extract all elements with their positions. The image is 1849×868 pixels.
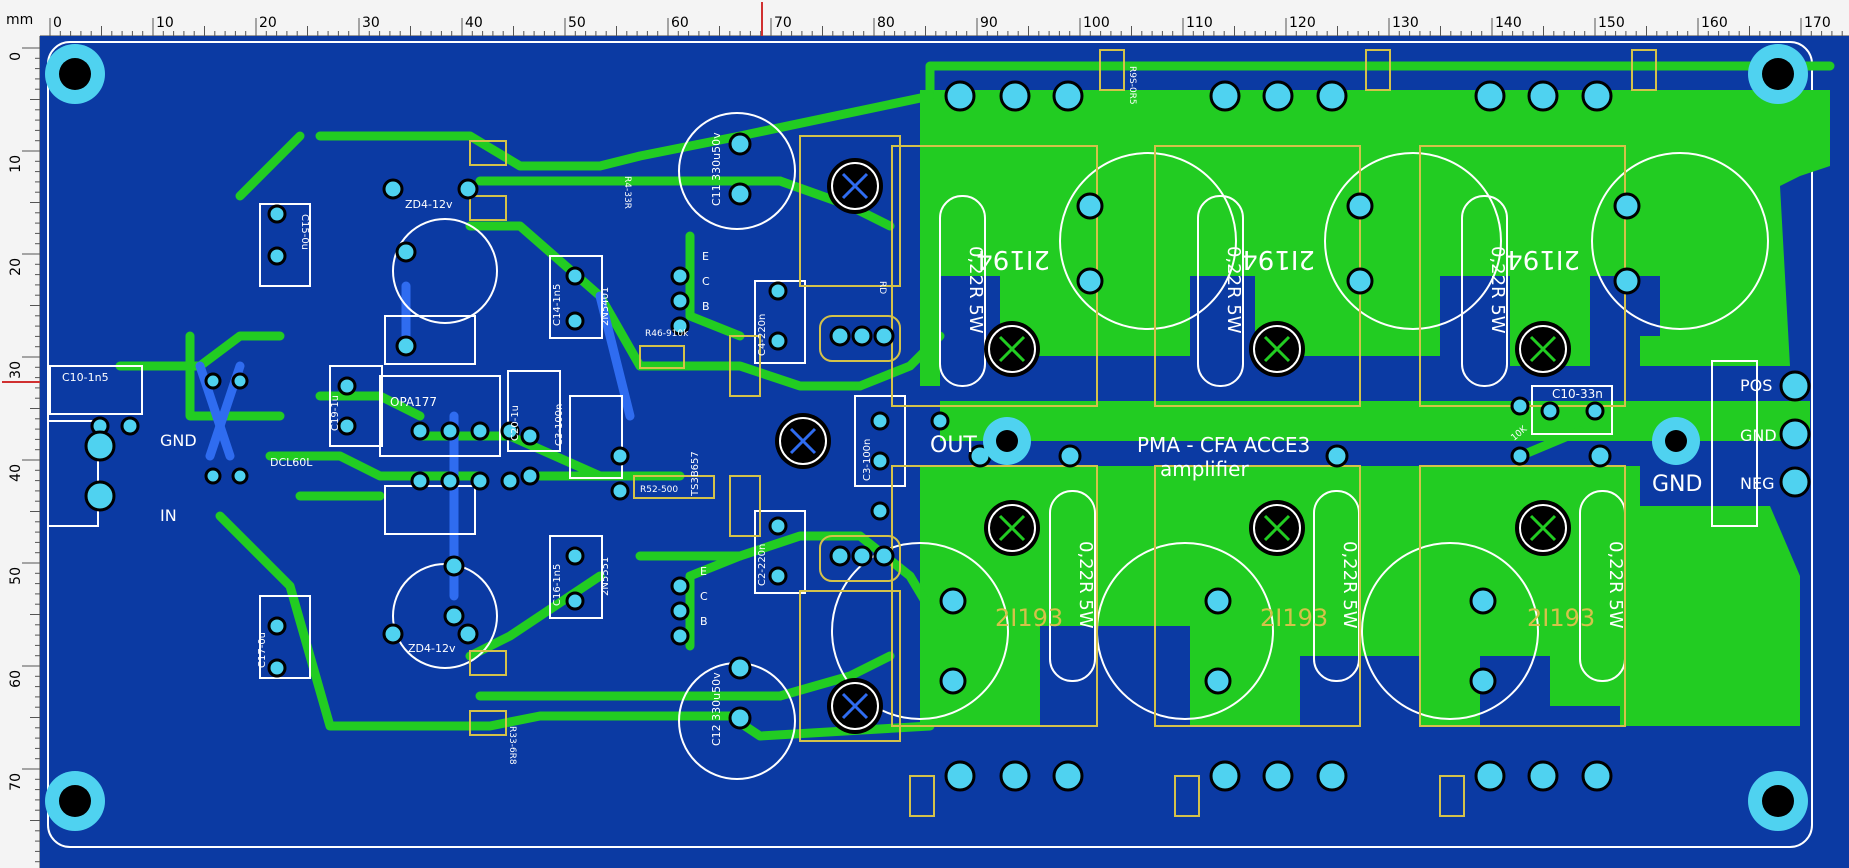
- label-c12: C12 330u50v: [710, 672, 723, 746]
- top-ruler-label: 90: [980, 15, 998, 31]
- label-pnp-3: 2I193: [1527, 604, 1595, 632]
- top-ruler-label: 0: [53, 15, 62, 31]
- label-q-bottom: 2N5551: [600, 557, 611, 596]
- top-ruler-label: 60: [671, 15, 689, 31]
- ruler-corner: mm: [0, 0, 41, 37]
- label-r10: RD: [877, 281, 887, 294]
- label-neg: NEG: [1740, 474, 1774, 493]
- left-ruler-label: 10: [8, 155, 24, 173]
- top-ruler-label: 50: [568, 15, 586, 31]
- trimmers: [775, 158, 1571, 734]
- label-c3-b: C3-100n: [862, 439, 873, 481]
- label-c10-1n5: C10-1n5: [62, 371, 109, 384]
- top-ruler-label: 10: [156, 15, 174, 31]
- left-ruler-label: 70: [8, 773, 24, 791]
- mounting-holes: [45, 44, 1808, 831]
- top-ruler-label: 110: [1186, 15, 1213, 31]
- top-ruler-label: 70: [774, 15, 792, 31]
- label-q-top: 2N5401: [600, 287, 611, 326]
- pin-c-2: C: [700, 590, 708, 603]
- left-ruler[interactable]: 0 10 20 30 40 50 60 70: [0, 36, 40, 868]
- label-dcl: DCL60L: [270, 456, 313, 469]
- pin-b-1: B: [702, 300, 710, 313]
- left-ruler-label: 0: [8, 52, 24, 61]
- label-r1: R4-33R: [622, 176, 632, 209]
- left-ruler-label: 60: [8, 670, 24, 688]
- label-r9: R9S-0R5: [1127, 66, 1137, 105]
- top-ruler-label: 150: [1598, 15, 1625, 31]
- label-c16: C16-1n5: [552, 564, 563, 606]
- label-power-r-2: 0,22R 5W: [1223, 246, 1244, 334]
- label-power-r-1: 0,22R 5W: [965, 246, 986, 334]
- label-opamp: OPA177: [390, 395, 437, 409]
- top-ruler-label: 120: [1289, 15, 1316, 31]
- label-npn-2: 2I194: [1241, 244, 1315, 274]
- board-subtitle: amplifier: [1160, 457, 1249, 481]
- board-title: PMA - CFA ACCE3: [1137, 433, 1310, 457]
- top-ruler-label: 130: [1392, 15, 1419, 31]
- label-gnd-conn: GND: [1740, 426, 1777, 445]
- label-c17: C17-0u: [257, 632, 268, 668]
- label-power-r-5: 0,22R 5W: [1339, 541, 1360, 629]
- pcb-canvas[interactable]: PMA - CFA ACCE3 amplifier OUT GND POS GN…: [40, 36, 1849, 868]
- label-pos: POS: [1740, 376, 1772, 395]
- label-power-r-3: 0,22R 5W: [1487, 246, 1508, 334]
- top-ruler-label: 140: [1495, 15, 1522, 31]
- label-c15: C15-0u: [299, 214, 310, 250]
- label-npn-3: 2I194: [1506, 244, 1580, 274]
- pin-c-1: C: [702, 275, 710, 288]
- ruler-unit: mm: [6, 12, 34, 28]
- label-r3: R46-910k: [645, 329, 689, 339]
- label-power-r-4: 0,22R 5W: [1075, 541, 1096, 629]
- top-ruler-label: 160: [1701, 15, 1728, 31]
- label-r5: R33-6R8: [507, 726, 517, 765]
- label-gnd-in: GND: [160, 431, 197, 450]
- top-ruler-label: 30: [362, 15, 380, 31]
- silkscreen: [47, 112, 1769, 780]
- label-c3-a: C3-100n: [554, 404, 565, 446]
- label-c14: C14-1n5: [552, 284, 563, 326]
- label-npn-1: 2I194: [976, 244, 1050, 274]
- label-in: IN: [160, 506, 177, 525]
- label-c19: C19-1u: [330, 395, 341, 431]
- label-c10-33n: C10-33n: [1552, 387, 1603, 401]
- label-out: OUT: [930, 433, 977, 458]
- top-ruler-label: 170: [1804, 15, 1831, 31]
- top-ruler-label: 80: [877, 15, 895, 31]
- top-ruler-label: 40: [465, 15, 483, 31]
- label-zd-top: ZD4-12v: [405, 198, 453, 211]
- board-labels: PMA - CFA ACCE3 amplifier OUT GND POS GN…: [62, 66, 1777, 765]
- label-q-mid: TS3B657: [690, 451, 701, 497]
- left-ruler-label: 20: [8, 258, 24, 276]
- label-c11: C11 330u50v: [710, 132, 723, 206]
- pads: [84, 80, 1811, 792]
- label-r4: R52-500: [640, 485, 678, 495]
- label-zd-bottom: ZD4-12v: [408, 642, 456, 655]
- pin-b-2: B: [700, 615, 708, 628]
- top-ruler-label: 20: [259, 15, 277, 31]
- label-pnp-1: 2I193: [995, 604, 1063, 632]
- left-ruler-label: 40: [8, 464, 24, 482]
- label-power-r-6: 0,22R 5W: [1605, 541, 1626, 629]
- label-c4: C4-220n: [757, 314, 768, 356]
- left-ruler-label: 30: [8, 361, 24, 379]
- top-ruler[interactable]: 0 10 20 30 40 50 60 70 80 90 100 110 120 130 140 150 160…: [40, 0, 1849, 36]
- pin-e-2: E: [700, 565, 707, 578]
- top-ruler-label: 100: [1083, 15, 1110, 31]
- label-gnd: GND: [1652, 472, 1702, 497]
- left-ruler-label: 50: [8, 567, 24, 585]
- label-c20: C20-1u: [510, 405, 521, 441]
- label-c2: C2-220n: [757, 544, 768, 586]
- label-pnp-2: 2I193: [1260, 604, 1328, 632]
- pin-e-1: E: [702, 250, 709, 263]
